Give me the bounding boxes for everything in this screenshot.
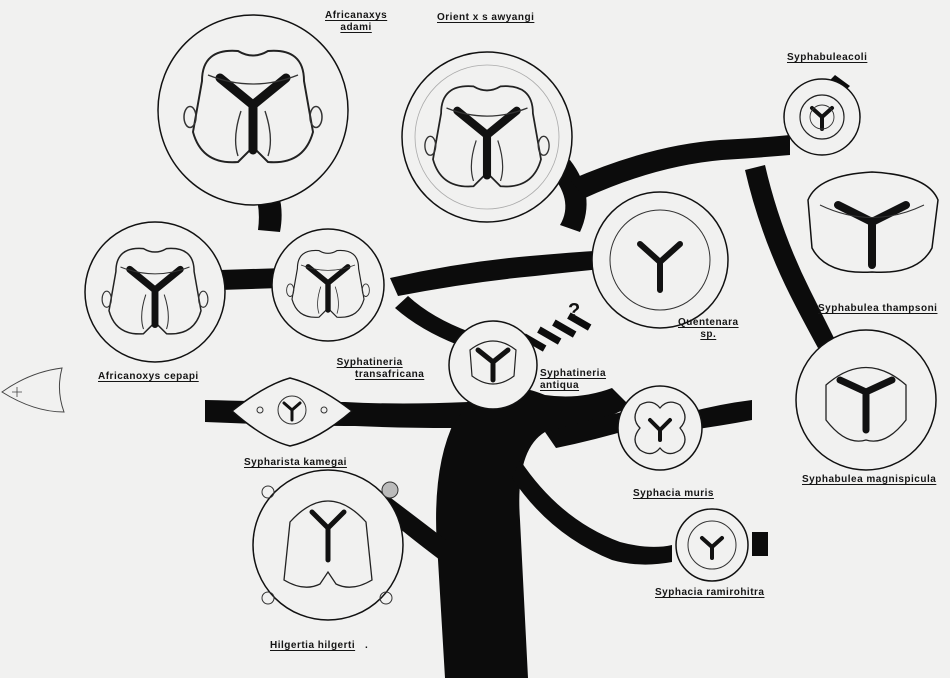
label-syphacia-ramirohitra: Syphacia ramirohitra	[655, 587, 764, 599]
node-hilgertia-hilgerti	[253, 470, 403, 620]
label-syphabulea-coli: Syphabuleacoli	[787, 52, 867, 64]
node-orientoxys-awyangi	[402, 52, 572, 222]
node-syphabulea-coli	[784, 79, 860, 155]
node-syphatineria-transafricana	[272, 229, 384, 341]
tail-sketch	[2, 368, 64, 412]
label-hilgertia-hilgerti: Hilgertia hilgerti	[270, 640, 355, 652]
label-syphatineria-antiqua: Syphatineria antiqua	[540, 368, 606, 392]
label-syphabulea-thompsoni: Syphabulea thampsoni	[818, 303, 937, 315]
label-quentenara-sp: Quentenara sp.	[678, 317, 739, 341]
node-syphacia-muris	[618, 386, 702, 470]
label-syphacia-muris: Syphacia muris	[633, 488, 714, 500]
node-syphacia-ramirohitra	[676, 509, 748, 581]
node-africanoxys-cepapi	[85, 222, 225, 362]
label-orientoxys-awyangi: Orient x s awyangi	[437, 12, 534, 24]
node-quentenara-sp	[592, 192, 728, 328]
label-syphabulea-magnispicula: Syphabulea magnispicula	[802, 474, 936, 486]
question-mark: ?	[568, 300, 580, 323]
node-syphatineria-antiqua	[449, 321, 537, 409]
node-syphariste-kamegai	[232, 378, 352, 446]
node-syphabulea-thompsoni	[808, 172, 938, 272]
node-syphabulea-magnispicula	[796, 330, 936, 470]
label-africanoxys-cepapi: Africanoxys cepapi	[98, 371, 199, 383]
label-syphatineria-transafricana: Syphatineria transafricana	[315, 357, 424, 381]
label-hilgertia-dot: .	[365, 640, 368, 652]
label-africanaxys-adami: Africanaxys adami	[325, 10, 387, 34]
label-syphariste-kamegai: Sypharista kamegai	[244, 457, 347, 469]
node-africanaxys-adami	[158, 15, 348, 205]
